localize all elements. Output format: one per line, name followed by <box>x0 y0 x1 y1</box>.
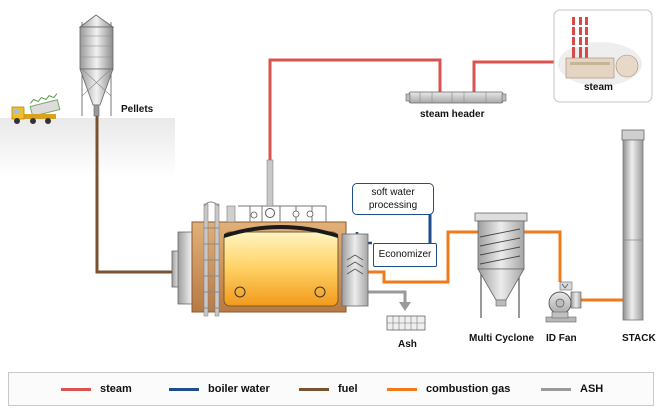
ash-label: Ash <box>398 339 417 350</box>
economizer-label: Economizer <box>378 249 432 260</box>
soft-water-processing-label: soft water processing <box>368 187 418 211</box>
legend-label-combustion-gas: combustion gas <box>426 383 511 395</box>
steam-header-icon <box>405 91 507 104</box>
legend-item-boiler-water: boiler water <box>169 373 270 405</box>
stack-icon <box>621 129 645 321</box>
combustion-gas-pipe-1 <box>364 230 478 284</box>
legend-swatch-combustion-gas <box>387 387 417 391</box>
steam-plant-label: steam <box>584 82 613 93</box>
fuel-pipe <box>95 116 172 274</box>
legend-item-combustion-gas: combustion gas <box>387 373 510 405</box>
legend-label-fuel: fuel <box>338 383 358 395</box>
steam-pipe-header-to-plant <box>472 60 556 94</box>
truck-icon <box>11 93 61 124</box>
pellets-label: Pellets <box>121 104 154 115</box>
ground-area <box>0 118 175 178</box>
legend: steam boiler water fuel combustion gas A… <box>8 372 654 406</box>
legend-label-steam: steam <box>100 383 132 395</box>
ash-pipe <box>366 290 407 304</box>
economizer-box: Economizer <box>373 243 437 267</box>
legend-label-ash: ASH <box>580 383 604 395</box>
boiler-icon <box>171 159 369 317</box>
legend-item-steam: steam <box>61 373 132 405</box>
soft-water-processing-box: soft water processing <box>352 183 434 215</box>
legend-label-boiler-water: boiler water <box>208 383 270 395</box>
stack-label: STACK <box>622 333 656 344</box>
combustion-gas-pipe-2 <box>522 230 562 282</box>
multi-cyclone-label: Multi Cyclone <box>469 333 535 344</box>
steam-plant-icon <box>553 9 653 103</box>
legend-swatch-fuel <box>299 387 329 391</box>
legend-swatch-ash <box>541 387 571 391</box>
id-fan-label: ID Fan <box>546 333 577 344</box>
pellet-silo-icon <box>78 14 115 117</box>
legend-item-ash: ASH <box>541 373 603 405</box>
legend-swatch-steam <box>61 387 91 391</box>
legend-swatch-boiler-water <box>169 387 199 391</box>
steam-header-label: steam header <box>420 109 485 120</box>
id-fan-icon <box>545 281 582 323</box>
steam-pipe-boiler-to-header <box>268 58 442 162</box>
legend-item-fuel: fuel <box>299 373 358 405</box>
multi-cyclone-icon <box>474 212 528 318</box>
ash-arrow <box>399 302 411 311</box>
ash-bin-icon <box>386 315 426 331</box>
